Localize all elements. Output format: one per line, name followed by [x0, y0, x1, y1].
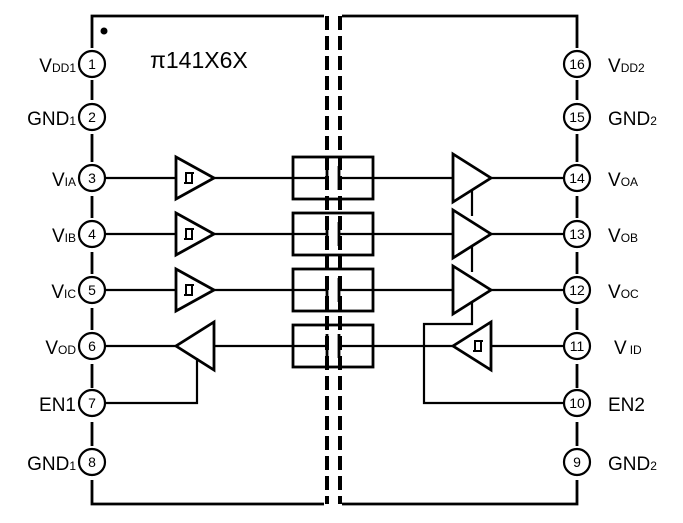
pin-label-en2: EN2	[608, 395, 645, 416]
isolation-channel-b	[291, 211, 375, 257]
pin-number-7: 7	[88, 395, 96, 411]
pin-label-vdd2: VDD2	[608, 56, 645, 77]
pin-label-via: VIA	[52, 170, 76, 191]
pin-number-15: 15	[569, 109, 585, 125]
pin-label-vib: VIB	[52, 226, 76, 247]
pin-label-vic: VIC	[51, 282, 76, 303]
pin-label-gnd1-bottom: GND1	[27, 454, 76, 475]
pin-circles-right	[562, 49, 592, 477]
pin-label-gnd2-top: GND2	[608, 109, 657, 130]
pin-number-8: 8	[88, 454, 96, 470]
pin-number-16: 16	[569, 56, 585, 72]
pin-number-2: 2	[88, 109, 96, 125]
pin-label-vdd1: VDD1	[39, 56, 76, 77]
input-buffer-a	[105, 154, 293, 202]
pin1-marker-dot	[100, 27, 108, 35]
pin-number-5: 5	[88, 282, 96, 298]
pin-number-13: 13	[569, 226, 585, 242]
pin-label-voa: VOA	[608, 170, 638, 191]
en2-enable-bus	[422, 190, 564, 405]
part-number: π141X6X	[150, 47, 248, 73]
pin-label-vod: VOD	[45, 338, 76, 359]
input-buffer-c	[105, 266, 293, 314]
output-driver-c	[373, 263, 564, 317]
isolation-channel-c	[291, 267, 375, 313]
output-driver-a	[373, 151, 564, 205]
pin-circles-left	[77, 49, 107, 477]
pin-label-gnd1-top: GND1	[27, 109, 76, 130]
pin-label-gnd2-bottom: GND2	[608, 454, 657, 475]
pin-label-voc: VOC	[608, 282, 639, 303]
pin-number-12: 12	[569, 282, 585, 298]
isolation-channel-d	[291, 323, 375, 369]
output-driver-b	[373, 207, 564, 261]
pin-number-10: 10	[569, 395, 585, 411]
package-outline	[90, 14, 579, 506]
pin-label-en1: EN1	[39, 395, 76, 416]
pin-number-4: 4	[88, 226, 96, 242]
input-buffer-b	[105, 210, 293, 258]
pin-number-1: 1	[88, 56, 96, 72]
isolation-channel-a	[291, 155, 375, 201]
input-buffer-d	[373, 319, 564, 373]
pin-label-vob: VOB	[608, 226, 638, 247]
output-driver-d	[105, 319, 293, 405]
pin-number-3: 3	[88, 170, 96, 186]
pin-number-9: 9	[573, 454, 581, 470]
pin-number-6: 6	[88, 338, 96, 354]
isolation-barrier	[325, 16, 342, 504]
pin-number-14: 14	[569, 170, 585, 186]
pin-number-11: 11	[570, 338, 585, 354]
